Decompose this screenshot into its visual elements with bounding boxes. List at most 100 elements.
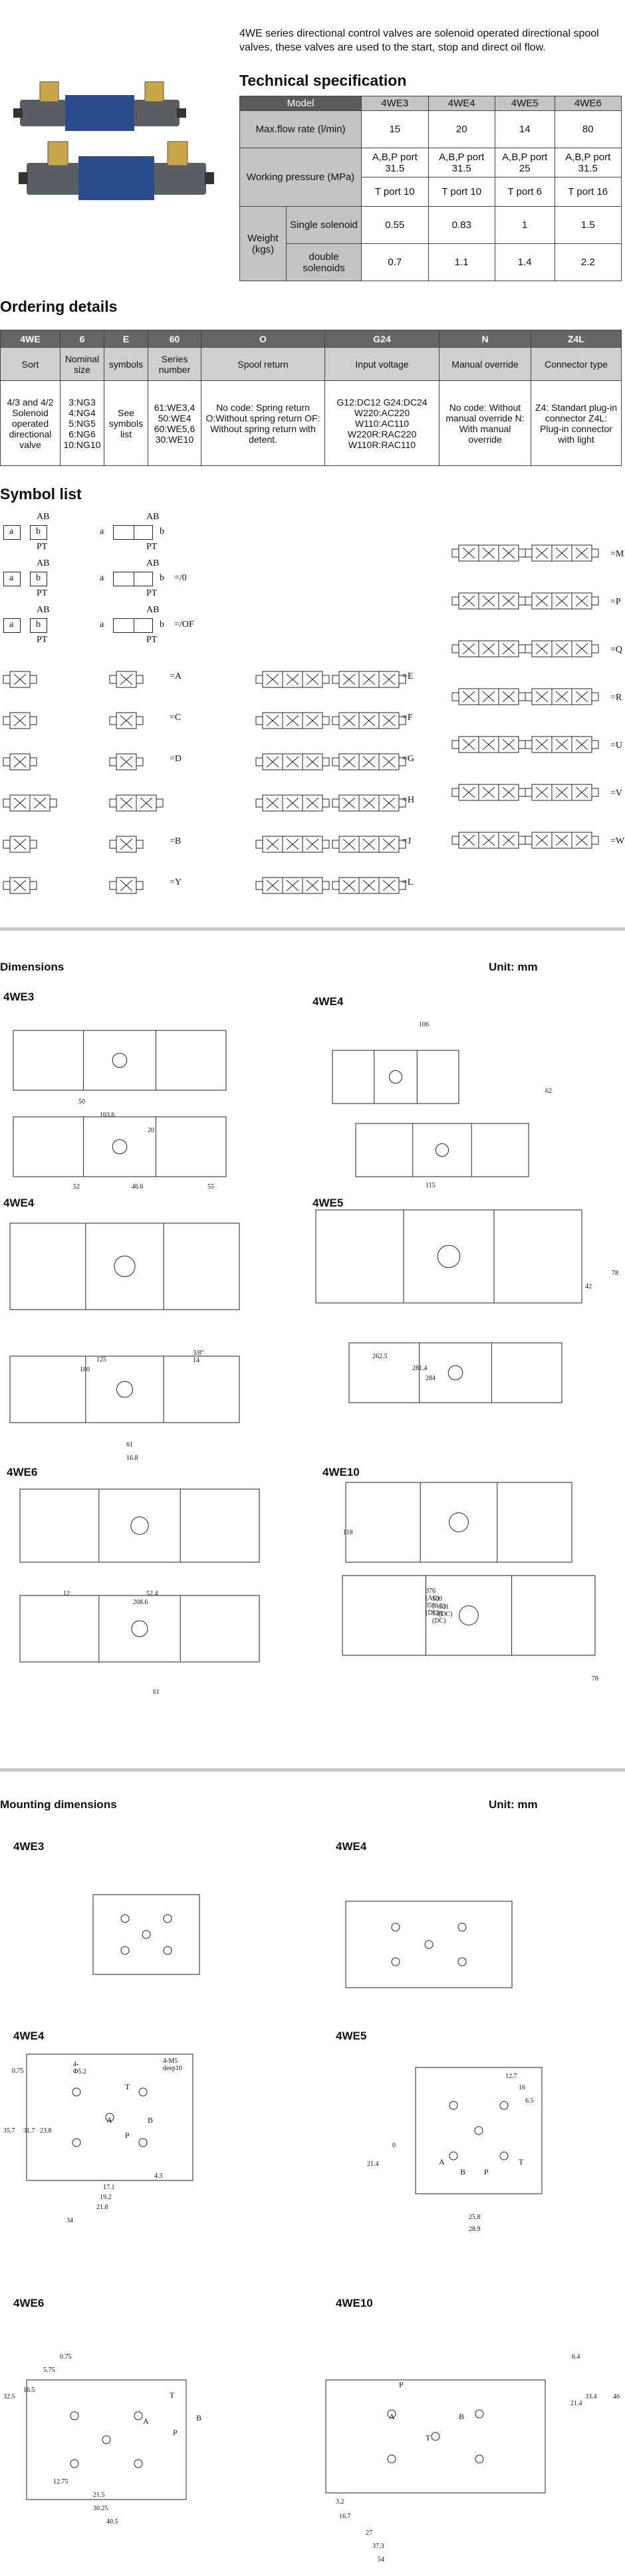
dim-value: 125 [96, 1356, 106, 1363]
drawing-outline [19, 1595, 260, 1663]
solenoid [29, 757, 37, 766]
valve-arrow [575, 691, 588, 703]
valve-arrow [535, 834, 549, 846]
ordering-code: N [439, 330, 531, 348]
solenoid [255, 798, 263, 808]
solenoid [3, 881, 11, 890]
solenoid [136, 757, 144, 766]
spec-title: Technical specification [239, 72, 407, 89]
solenoid [398, 798, 406, 808]
valve-arrow [382, 756, 396, 768]
ordering-code: 60 [148, 330, 201, 348]
ordering-header: Connector type [531, 347, 622, 381]
solenoid [525, 644, 533, 653]
symbol-box-valve [113, 572, 153, 586]
spec-table: Model 4WE3 4WE4 4WE5 4WE6 Max.flow rate … [239, 96, 622, 281]
valve-arrow [575, 834, 588, 846]
mount-value: 34 [66, 2217, 73, 2224]
mount-value: 16.7 [339, 2513, 351, 2520]
dim-value: 12 [63, 1590, 70, 1597]
symbol-code: =D [170, 754, 182, 764]
dim-value: 78 [612, 1270, 618, 1277]
section-divider [0, 927, 625, 931]
mount-label: 4WE10 [336, 2297, 373, 2309]
solenoid [398, 757, 406, 766]
solenoid [518, 692, 526, 701]
solenoid [3, 675, 11, 684]
drawing-circle [114, 1255, 136, 1278]
dimension-drawings [9, 1030, 596, 1663]
port-label: T [519, 2157, 524, 2166]
valve-arrow [555, 786, 568, 798]
spec-pressure-label: Working pressure (MPa) [239, 148, 362, 207]
mount-value: 40.5 [106, 2518, 118, 2525]
valve-arrow [482, 739, 495, 751]
mount-hole [431, 2432, 440, 2441]
mount-value: 0.75 [60, 2353, 72, 2361]
valve-arrow [286, 879, 299, 891]
ordering-header: Sort [0, 347, 61, 381]
solenoid [29, 881, 37, 890]
drawing-circle [131, 1620, 148, 1637]
solenoid [156, 798, 164, 808]
valve-arrow [266, 715, 279, 727]
spec-flow: 14 [494, 110, 555, 148]
mount-value: 21.8 [96, 2204, 108, 2211]
valve-arrow [342, 797, 356, 809]
solenoid [451, 740, 459, 749]
symbol-code: =Q [610, 645, 623, 655]
mount-value: 19.2 [100, 2194, 112, 2201]
dim-value: 376 (AC) 359 (DC) [426, 1587, 439, 1617]
solenoid [451, 692, 459, 701]
valve-arrow [575, 547, 588, 559]
valve-arrow [502, 739, 515, 751]
mount-hole [134, 2411, 143, 2420]
drawing-circle [447, 1365, 463, 1381]
port-label: B [148, 2115, 154, 2125]
ordering-cell: 3:NG3 4:NG4 5:NG5 6:NG6 10:NG10 [60, 380, 104, 466]
mount-hole [72, 2087, 81, 2097]
dim-label: 4WE6 [7, 1466, 38, 1478]
mount-value: 25.8 [469, 2214, 481, 2221]
symbol-box-b [30, 525, 47, 540]
valve-arrow [382, 879, 396, 891]
solenoid [332, 840, 340, 849]
valve-arrow [266, 756, 279, 768]
solenoid [255, 757, 263, 766]
mount-hole [138, 2138, 148, 2147]
symbol-box-a [3, 525, 21, 540]
valve-arrow [33, 797, 47, 809]
drawing-outline [348, 1342, 562, 1403]
intro-text: 4WE series directional control valves ar… [239, 28, 599, 53]
mount-hole [391, 1923, 400, 1932]
spec-single: 1 [494, 206, 555, 244]
mount-label: 4WE4 [13, 2030, 45, 2042]
product-photo [0, 63, 226, 229]
solenoid [255, 675, 263, 684]
solenoid [451, 644, 459, 653]
spec-double: 1.1 [428, 243, 495, 281]
mount-hole [475, 2454, 484, 2464]
ordering-code: Z4L [531, 330, 622, 348]
valve-arrow [120, 879, 133, 891]
dim-value: 16.8 [126, 1455, 138, 1462]
drawing-outline [9, 1223, 240, 1310]
symbol-label-ab: AB [146, 512, 160, 522]
mount-hole [499, 2151, 509, 2161]
drawing-circle [116, 1381, 133, 1398]
valve-arrow [342, 673, 356, 685]
dim-value: 301 (DC) [439, 1603, 453, 1618]
dim-value: 52 [73, 1183, 80, 1191]
symbol-code: =W [610, 836, 625, 846]
mount-label: 4WE3 [13, 1840, 45, 1853]
solenoid [109, 840, 117, 849]
mount-hole [387, 2454, 396, 2464]
solenoid [398, 840, 406, 849]
valve-arrow [13, 838, 27, 850]
spec-weight-label: Weight (kgs) [239, 206, 287, 281]
mount-value: 16 [519, 2084, 525, 2091]
symbol-code: =H [402, 795, 415, 805]
solenoid [109, 675, 117, 684]
valve-arrow [502, 786, 515, 798]
solenoid [591, 836, 599, 845]
